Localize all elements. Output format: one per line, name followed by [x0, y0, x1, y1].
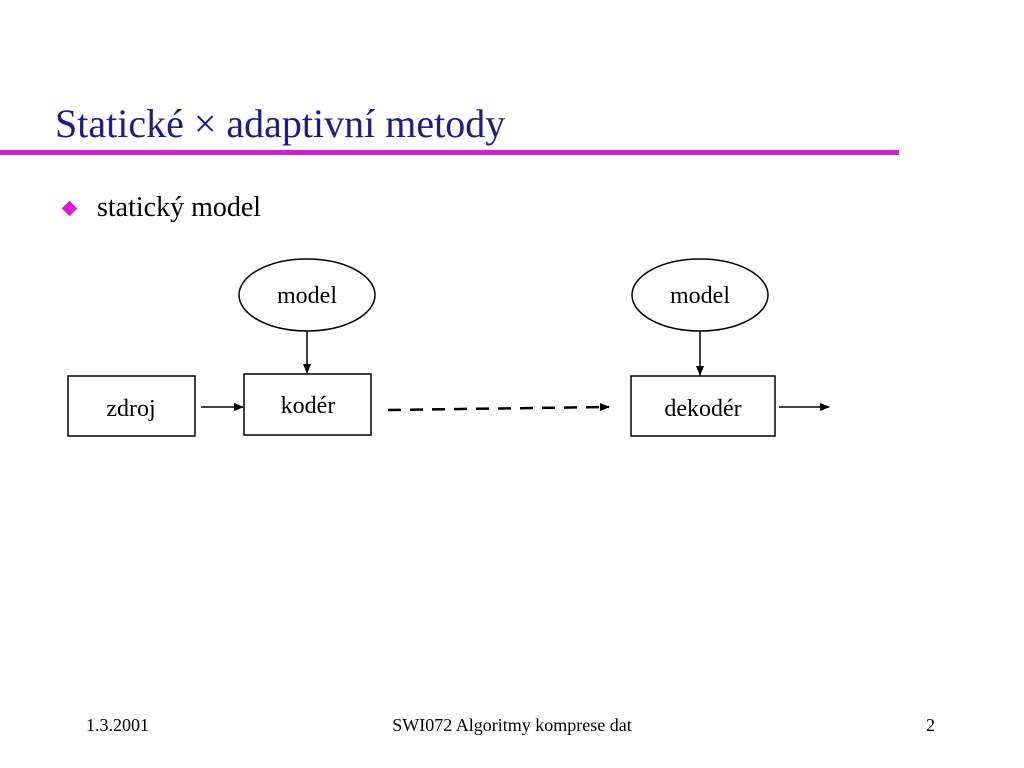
footer-date: 1.3.2001	[86, 715, 149, 735]
source-box	[67, 375, 196, 437]
decoder-model-node: model	[631, 258, 769, 332]
decoder-box	[630, 375, 776, 437]
encoder-model-node: model	[238, 258, 376, 332]
footer-page-number: 2	[926, 715, 935, 735]
slide-title: Statické × adaptivní metody	[55, 101, 506, 146]
encoder-label: kodér	[281, 393, 336, 419]
encoder-node: kodér	[243, 373, 372, 436]
decoder-label: dekodér	[664, 396, 741, 422]
encoder-box	[243, 373, 372, 436]
footer-course-title: SWI072 Algoritmy komprese dat	[392, 715, 632, 735]
encoder-model-label: model	[277, 283, 337, 309]
title-underline	[0, 150, 899, 155]
arrow-dashed-transmission	[387, 403, 610, 412]
source-node: zdroj	[67, 375, 196, 437]
bullet-item: statický model	[60, 190, 261, 226]
bullet-text: statický model	[97, 192, 262, 223]
decoder-node: dekodér	[630, 375, 776, 437]
decoder-model-label: model	[670, 283, 730, 309]
source-label: zdroj	[106, 396, 155, 422]
